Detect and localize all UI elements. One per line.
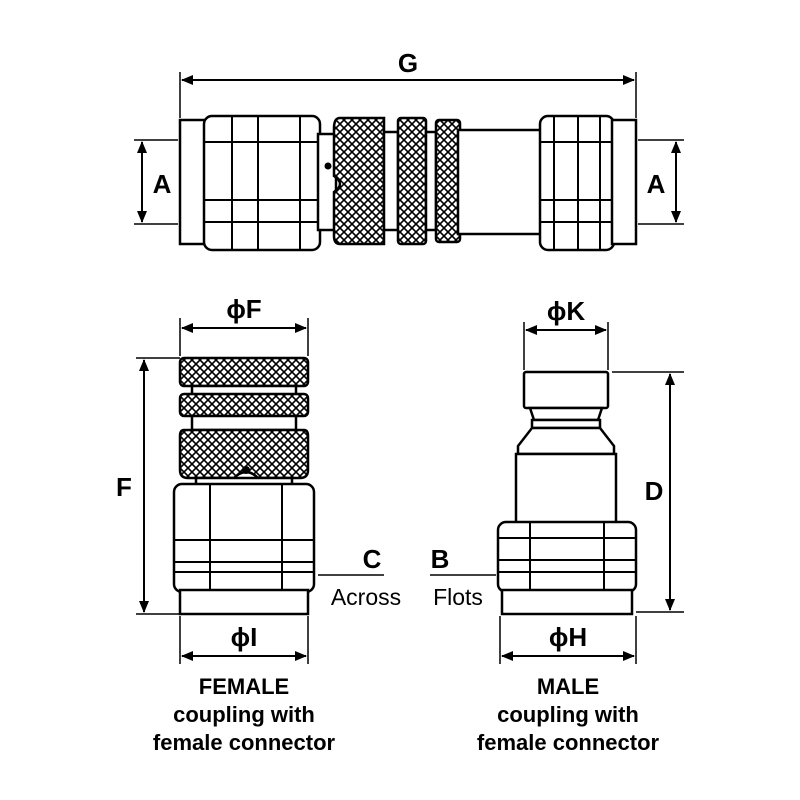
male-caption-line2: coupling with — [497, 702, 639, 727]
indicator-dot — [324, 162, 332, 170]
knurled-sleeve — [332, 116, 462, 246]
male-stem-body — [514, 452, 618, 528]
label-a-left: A — [153, 169, 172, 199]
female-indicator-dot — [242, 466, 250, 474]
male-stem — [456, 128, 544, 236]
label-phik: ϕK — [547, 296, 585, 326]
male-caption-line3: female connector — [477, 730, 660, 755]
female-caption-title: FEMALE — [199, 674, 289, 699]
male-caption-title: MALE — [537, 674, 599, 699]
male-hex-nut — [538, 114, 616, 252]
female-knurl-ring-1 — [178, 356, 310, 388]
female-coupling-view: ϕF F C Across ϕI — [116, 294, 401, 755]
label-c: C — [363, 544, 382, 574]
female-base — [178, 588, 310, 616]
label-across: Across — [331, 584, 401, 610]
female-caption-line2: coupling with — [173, 702, 315, 727]
female-groove-2 — [190, 414, 298, 432]
male-flare — [516, 426, 616, 456]
label-f: F — [116, 472, 132, 502]
label-g: G — [398, 48, 418, 78]
label-b: B — [431, 544, 450, 574]
male-tip — [522, 370, 610, 410]
male-hex-nut-front — [496, 520, 638, 594]
label-d: D — [645, 476, 664, 506]
female-body-neck — [316, 132, 338, 232]
female-end-cap — [178, 118, 208, 246]
label-flots: Flots — [433, 584, 483, 610]
male-end-cap — [610, 118, 638, 246]
male-coupling-view: ϕK D B Flots ϕH MALE co — [430, 296, 684, 755]
label-a-right: A — [647, 169, 666, 199]
assembled-coupling-view: G — [134, 48, 684, 252]
female-hex-nut — [202, 114, 322, 252]
female-caption-line3: female connector — [153, 730, 336, 755]
label-phif: ϕF — [226, 294, 261, 324]
female-knurl-ring-2 — [178, 392, 310, 418]
label-phih: ϕH — [549, 622, 587, 652]
male-base — [500, 588, 634, 616]
male-tip-chamfer — [528, 406, 604, 422]
female-hex-nut-front — [172, 482, 316, 594]
label-phii: ϕI — [231, 622, 258, 652]
